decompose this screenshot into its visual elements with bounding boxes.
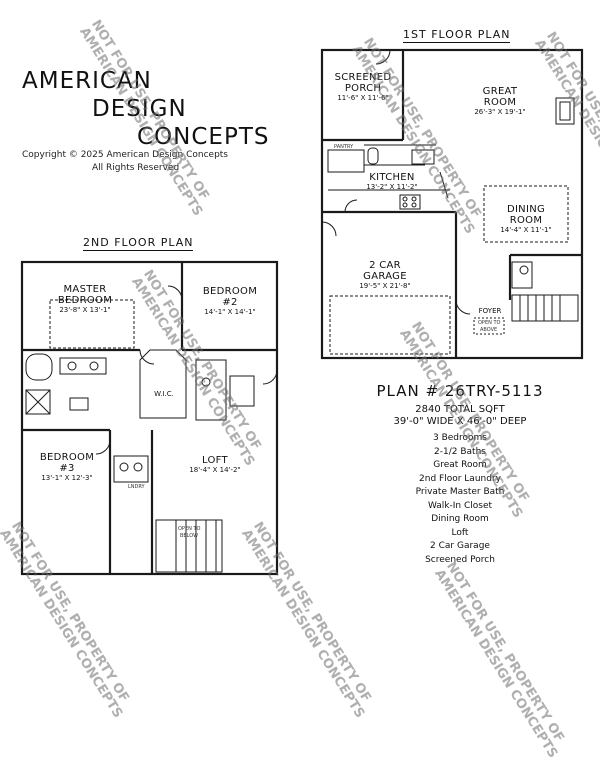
feature-item: Screened Porch [425,554,495,565]
plan-dimensions: 39'-0" WIDE X 46'-0" DEEP [393,416,527,427]
room-bedroom-3: BEDROOM #3 13'-1" X 12'-3" [39,452,95,482]
feature-item: Private Master Bath [415,487,505,497]
brand-line-1: AMERICAN [22,68,152,94]
room-great-room: GREAT ROOM 26'-3" X 19'-1" [474,86,526,116]
room-screened-porch: SCREENED PORCH 11'-6" X 11'-6" [334,72,392,102]
room-foyer: FOYER [478,307,502,315]
floor-plan-drawing [20,48,584,576]
second-floor-title: 2ND FLOOR PLAN [83,236,194,251]
open-to-below-line-2: BELOW [180,533,199,539]
copyright-line-1: Copyright © 2025 American Design Concept… [22,150,228,160]
first-floor-title: 1ST FLOOR PLAN [403,28,511,43]
plan-total-sqft: 2840 TOTAL SQFT [415,404,505,415]
feature-item: 3 Bedrooms [433,433,487,443]
open-to-above-line-2: ABOVE [480,327,498,333]
room-kitchen: KITCHEN 13'-2" X 11'-2" [366,172,418,191]
plan-info: PLAN # 26TRY-5113 2840 TOTAL SQFT 39'-0"… [370,382,550,567]
room-loft: LOFT 18'-4" X 14'-2" [189,455,241,474]
room-dining: DINING ROOM 14'-4" X 11'-1" [500,204,552,234]
second-floor-walls [20,260,279,576]
copyright-line-2: All Rights Reserved [92,163,180,173]
first-floor-details [321,49,579,355]
plan-number: PLAN # 26TRY-5113 [376,382,544,400]
room-bedroom-2: BEDROOM #2 14'-1" X 14'-1" [202,286,258,316]
feature-item: 2 Car Garage [430,541,490,551]
open-to-below-line-1: OPEN TO [178,526,201,532]
feature-list: 3 Bedrooms 2-1/2 Baths Great Room 2nd Fl… [370,432,550,567]
feature-item: 2-1/2 Baths [434,446,486,457]
feature-item: Walk-In Closet [427,500,493,511]
feature-item: Loft [451,527,469,538]
room-master-bedroom: MASTER BEDROOM 23'-8" X 13'-1" [57,284,113,314]
brand-line-2: DESIGN [92,96,187,122]
room-garage: 2 CAR GARAGE 19'-5" X 21'-8" [359,260,411,290]
second-floor-details [25,285,278,573]
feature-item: Dining Room [431,514,489,524]
floor-plan-sheet: AMERICAN DESIGN CONCEPTS Copyright © 202… [0,17,600,760]
feature-item: Great Room [433,460,487,470]
first-floor-walls [320,48,584,360]
open-to-above-line-1: OPEN TO [478,320,501,326]
laundry-label: LNDRY [128,484,145,490]
brand-line-3: CONCEPTS [137,124,270,150]
pantry-label: PANTRY [334,144,354,150]
feature-item: 2nd Floor Laundry [419,473,501,484]
room-wic: W.I.C. [154,390,174,398]
